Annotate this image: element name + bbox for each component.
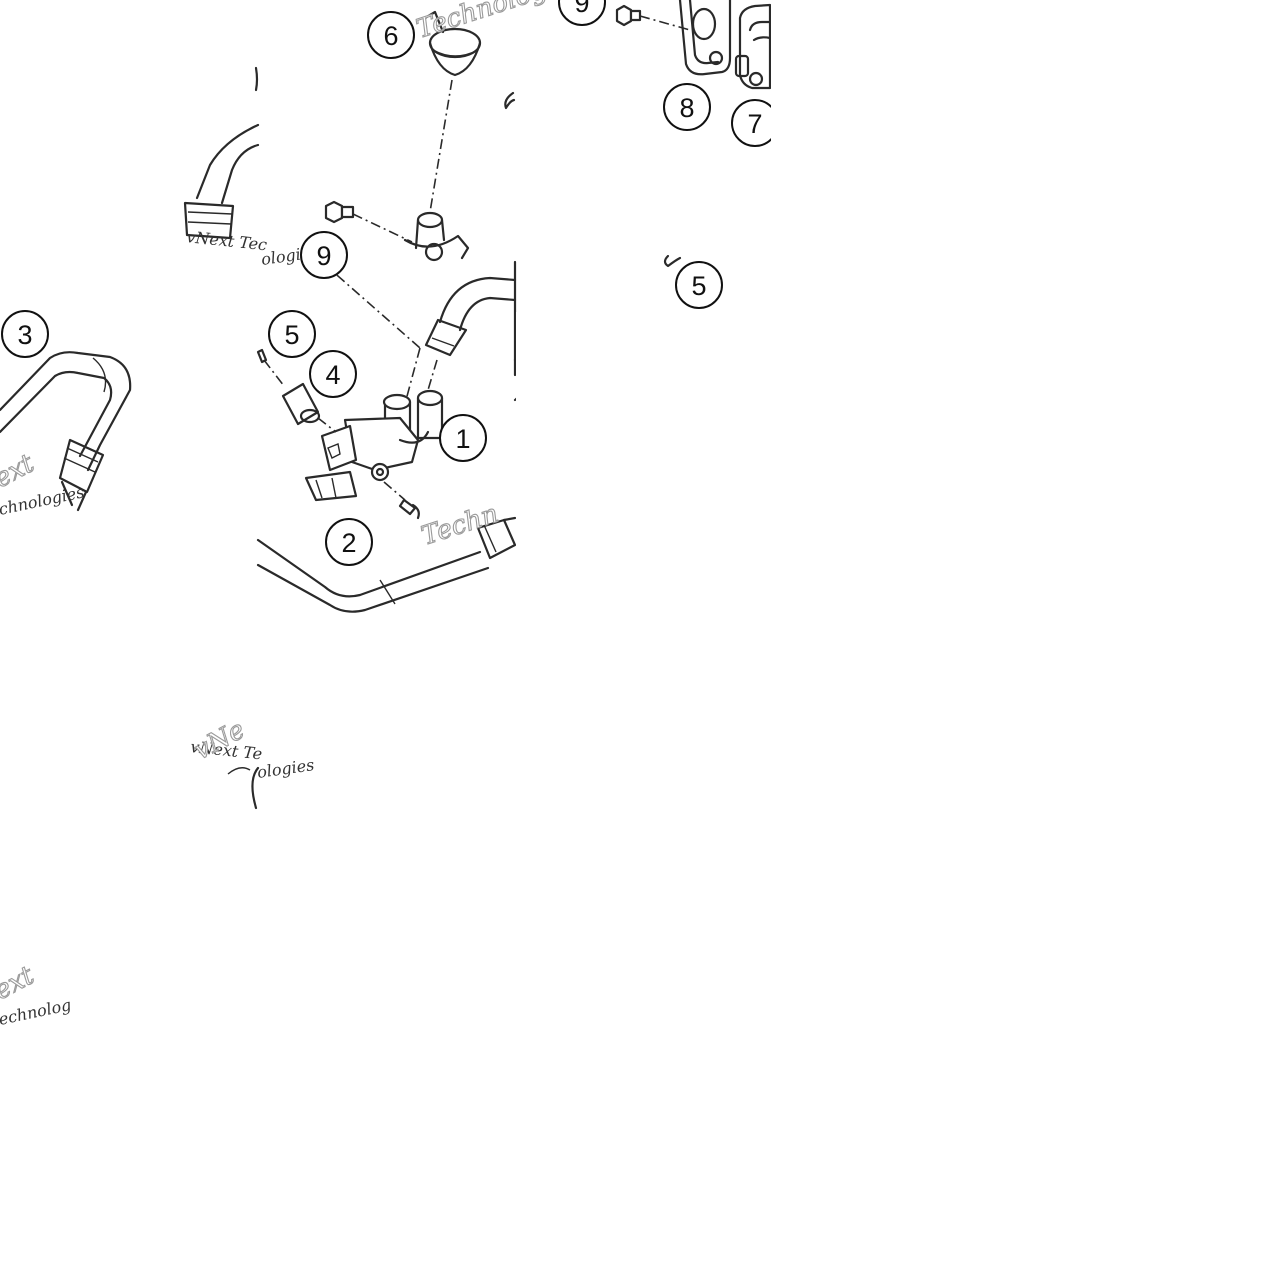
callout-label: 4 (325, 360, 340, 390)
clamp-part-6 (423, 10, 482, 77)
plug-part-4 (281, 382, 337, 433)
callout-label: 9 (574, 0, 589, 18)
valve-part-1 (304, 389, 444, 520)
callout-7: 7 (731, 99, 779, 147)
callout-6: 6 (367, 11, 415, 59)
fastener-part-5-right (663, 254, 682, 268)
bolt-part-9-upper (324, 200, 413, 243)
outlet-pipe-flange (403, 211, 470, 262)
callout-label: 8 (679, 93, 694, 123)
callout-5-right: 5 (675, 261, 723, 309)
watermark-text: Techn (418, 499, 502, 552)
watermark-text: vNext Tec (186, 227, 268, 254)
hose-upper-left (183, 66, 260, 240)
callout-8: 8 (663, 83, 711, 131)
watermark-text: ext (0, 960, 40, 1006)
callout-9-top: 9 (558, 0, 606, 26)
callout-label: 2 (341, 528, 356, 558)
callout-label: 5 (284, 320, 299, 350)
callout-1: 1 (439, 414, 487, 462)
fragment-lower-left (251, 766, 260, 810)
callout-label: 6 (383, 21, 398, 51)
callout-label: 5 (691, 271, 706, 301)
gasket-part-8 (678, 0, 732, 76)
hose-part-2 (256, 516, 517, 613)
callout-label: 9 (316, 241, 331, 271)
clip-piece (504, 91, 516, 110)
callout-2: 2 (325, 518, 373, 566)
callout-5-left: 5 (268, 310, 316, 358)
callout-9-mid: 9 (300, 231, 348, 279)
bolt-part-9-right (615, 4, 691, 31)
watermark-text: ologies (256, 755, 316, 782)
cover-part-7 (734, 3, 772, 90)
hose-part-3 (0, 351, 132, 512)
callout-3: 3 (1, 310, 49, 358)
callout-label: 3 (17, 320, 32, 350)
hose-to-valve-right (424, 276, 517, 357)
screw-part-5-left (256, 348, 285, 387)
watermark-text: ext (0, 448, 40, 494)
callout-label: 7 (747, 109, 762, 139)
callout-label: 1 (455, 424, 470, 454)
callout-4: 4 (309, 350, 357, 398)
crop-masks (258, 0, 1285, 1285)
